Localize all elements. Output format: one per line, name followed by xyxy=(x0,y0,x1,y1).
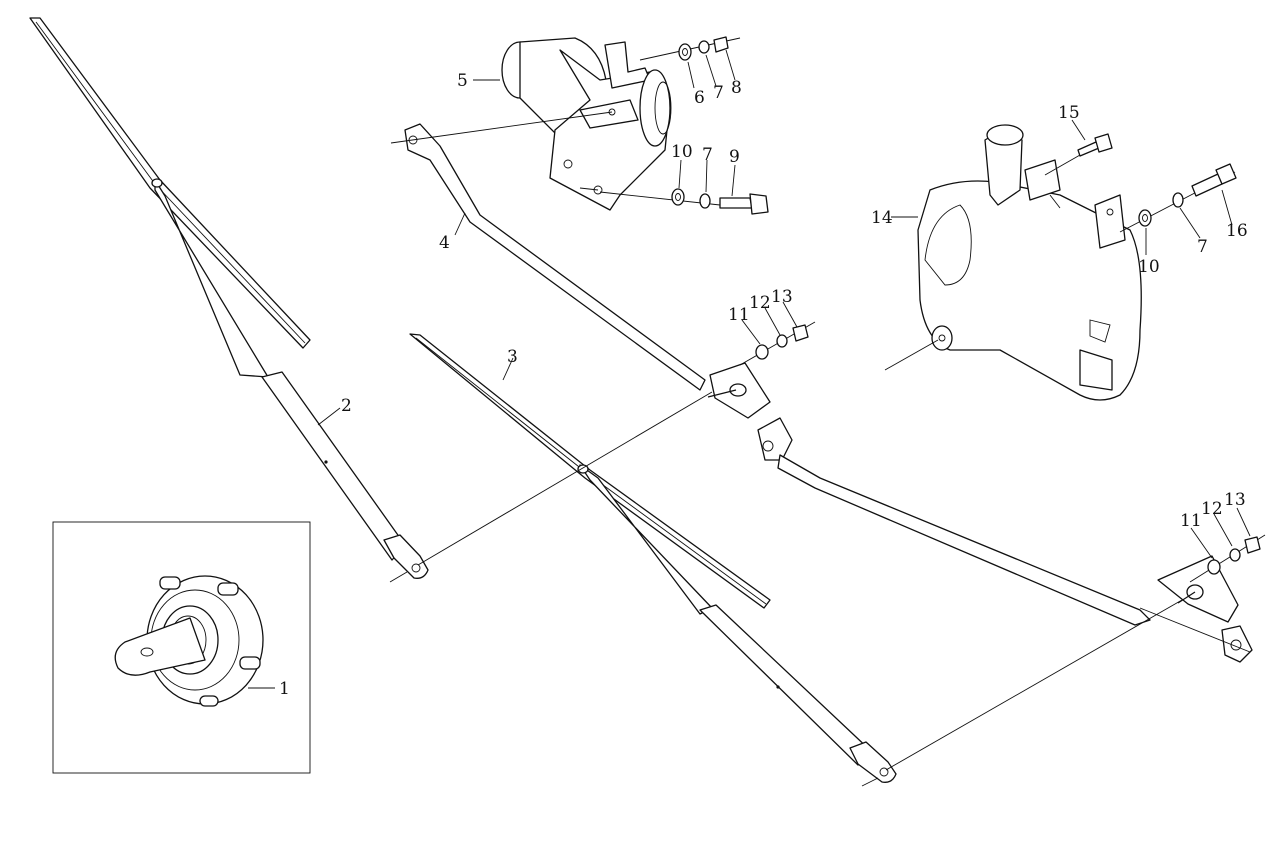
callout-16: 16 xyxy=(1226,221,1248,241)
callout-leaders xyxy=(317,49,1251,559)
callout-5: 5 xyxy=(457,71,468,91)
callout-3: 3 xyxy=(507,347,518,367)
fastener-stack-reservoir xyxy=(1119,163,1237,233)
callout-10-lower: 10 xyxy=(1138,257,1160,277)
callout-12-upper: 12 xyxy=(749,293,771,313)
part-1-cap xyxy=(114,575,275,707)
callout-13-upper: 13 xyxy=(771,287,793,307)
part-2-wiper-arm-left xyxy=(29,17,429,583)
assembly-leader-lines xyxy=(417,391,1183,771)
callout-8: 8 xyxy=(731,78,742,98)
fastener-stack-pivot-1 xyxy=(739,321,816,366)
part-14-washer-reservoir xyxy=(884,124,1142,401)
callout-10-upper: 10 xyxy=(671,142,693,162)
callout-15: 15 xyxy=(1058,103,1080,123)
fastener-bolt-15 xyxy=(1044,133,1113,176)
callout-13-lower: 13 xyxy=(1224,490,1246,510)
callout-labels: 1 2 3 4 5 6 7 8 10 7 9 11 12 13 11 12 13… xyxy=(279,71,1248,699)
callout-4: 4 xyxy=(439,233,450,253)
callout-7-motor: 7 xyxy=(702,145,713,165)
callout-7-lower: 7 xyxy=(1197,237,1208,257)
inset-frame xyxy=(52,521,311,774)
callout-9: 9 xyxy=(729,147,740,167)
callout-2: 2 xyxy=(341,396,352,416)
callout-14: 14 xyxy=(871,208,893,228)
part-5-wiper-motor xyxy=(390,37,672,211)
callout-12-lower: 12 xyxy=(1201,499,1223,519)
fastener-stack-upper xyxy=(639,36,741,61)
fastener-stack-pivot-2 xyxy=(1189,534,1266,583)
callout-1: 1 xyxy=(279,679,290,699)
callout-6: 6 xyxy=(694,88,705,108)
callout-7-upper: 7 xyxy=(713,83,724,103)
callout-11-lower: 11 xyxy=(1180,511,1202,531)
part-4-linkage xyxy=(404,123,1253,663)
callout-11-upper: 11 xyxy=(728,305,750,325)
fastener-stack-motor-bolt xyxy=(599,188,769,215)
part-3-wiper-arm-right xyxy=(409,333,897,787)
